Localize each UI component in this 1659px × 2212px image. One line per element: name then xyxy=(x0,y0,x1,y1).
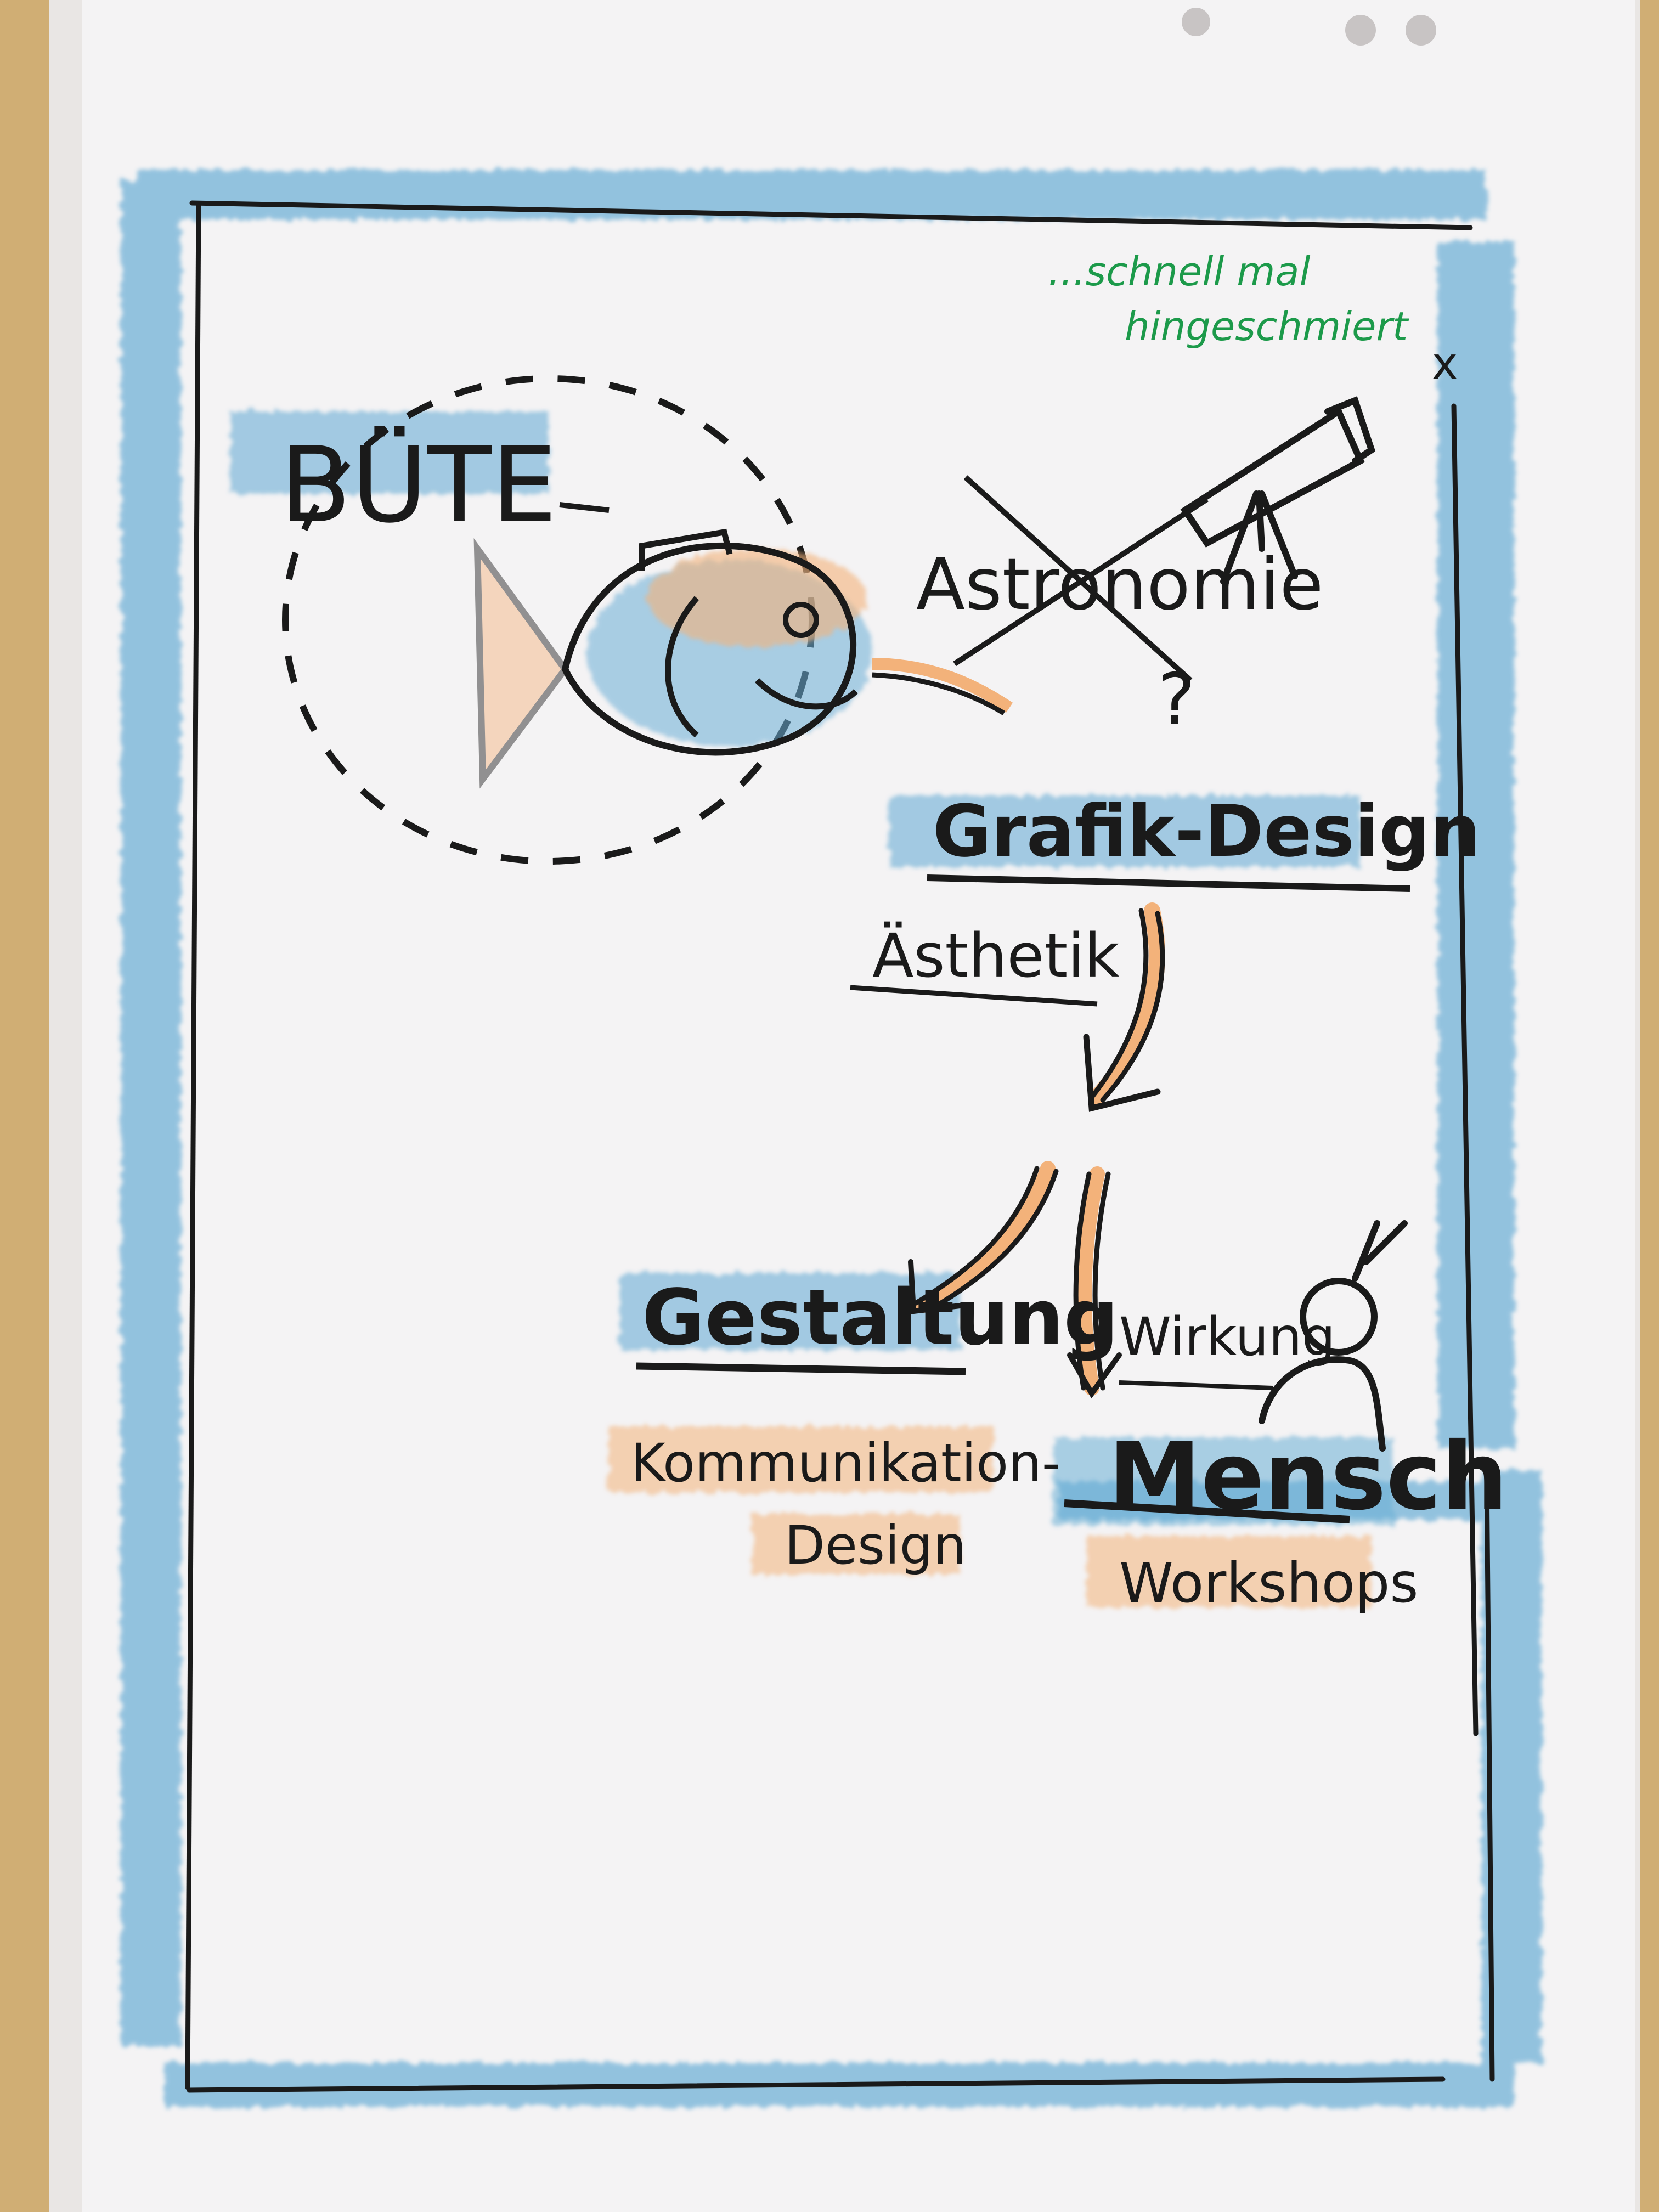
kommunikation-line-1: Kommunikation- xyxy=(631,1432,1061,1494)
question-mark: ? xyxy=(1158,658,1195,741)
mensch-underline xyxy=(1064,1499,1350,1523)
grafik-design-underline xyxy=(927,874,1410,892)
black-frame xyxy=(185,200,1495,2093)
fish-icon xyxy=(282,375,1013,865)
note-line-1: ...schnell mal xyxy=(1048,249,1310,295)
grafik-design-label: Grafik-Design xyxy=(933,789,1481,873)
workshops-label: Workshops xyxy=(1119,1551,1418,1615)
punch-hole xyxy=(1406,15,1436,46)
telescope-icon xyxy=(1180,396,1376,585)
buete-label: BÜTE xyxy=(280,425,557,546)
gestaltung-underline xyxy=(636,1362,966,1375)
punch-hole xyxy=(1182,8,1210,36)
branch-arrow-right xyxy=(1067,1166,1122,1399)
kommunikation-line-2: Design xyxy=(785,1515,966,1576)
astronomie-cross xyxy=(953,475,1209,682)
gestaltung-label: Gestaltung xyxy=(642,1273,1119,1363)
punch-hole xyxy=(1345,15,1376,46)
down-arrow xyxy=(1083,902,1165,1112)
wirkung-underline xyxy=(1119,1380,1273,1390)
aesthetik-underline xyxy=(850,985,1098,1007)
person-icon xyxy=(1259,1220,1408,1452)
note-mark: x xyxy=(1432,338,1458,389)
aesthetik-label: Ästhetik xyxy=(872,921,1120,991)
note-line-2: hingeschmiert xyxy=(1125,303,1409,349)
flipchart-paper xyxy=(82,0,1635,2212)
astronomie-label: Astronomie xyxy=(916,543,1323,626)
wirkung-label: Wirkung xyxy=(1119,1306,1335,1368)
branch-arrow-left xyxy=(908,1161,1059,1314)
